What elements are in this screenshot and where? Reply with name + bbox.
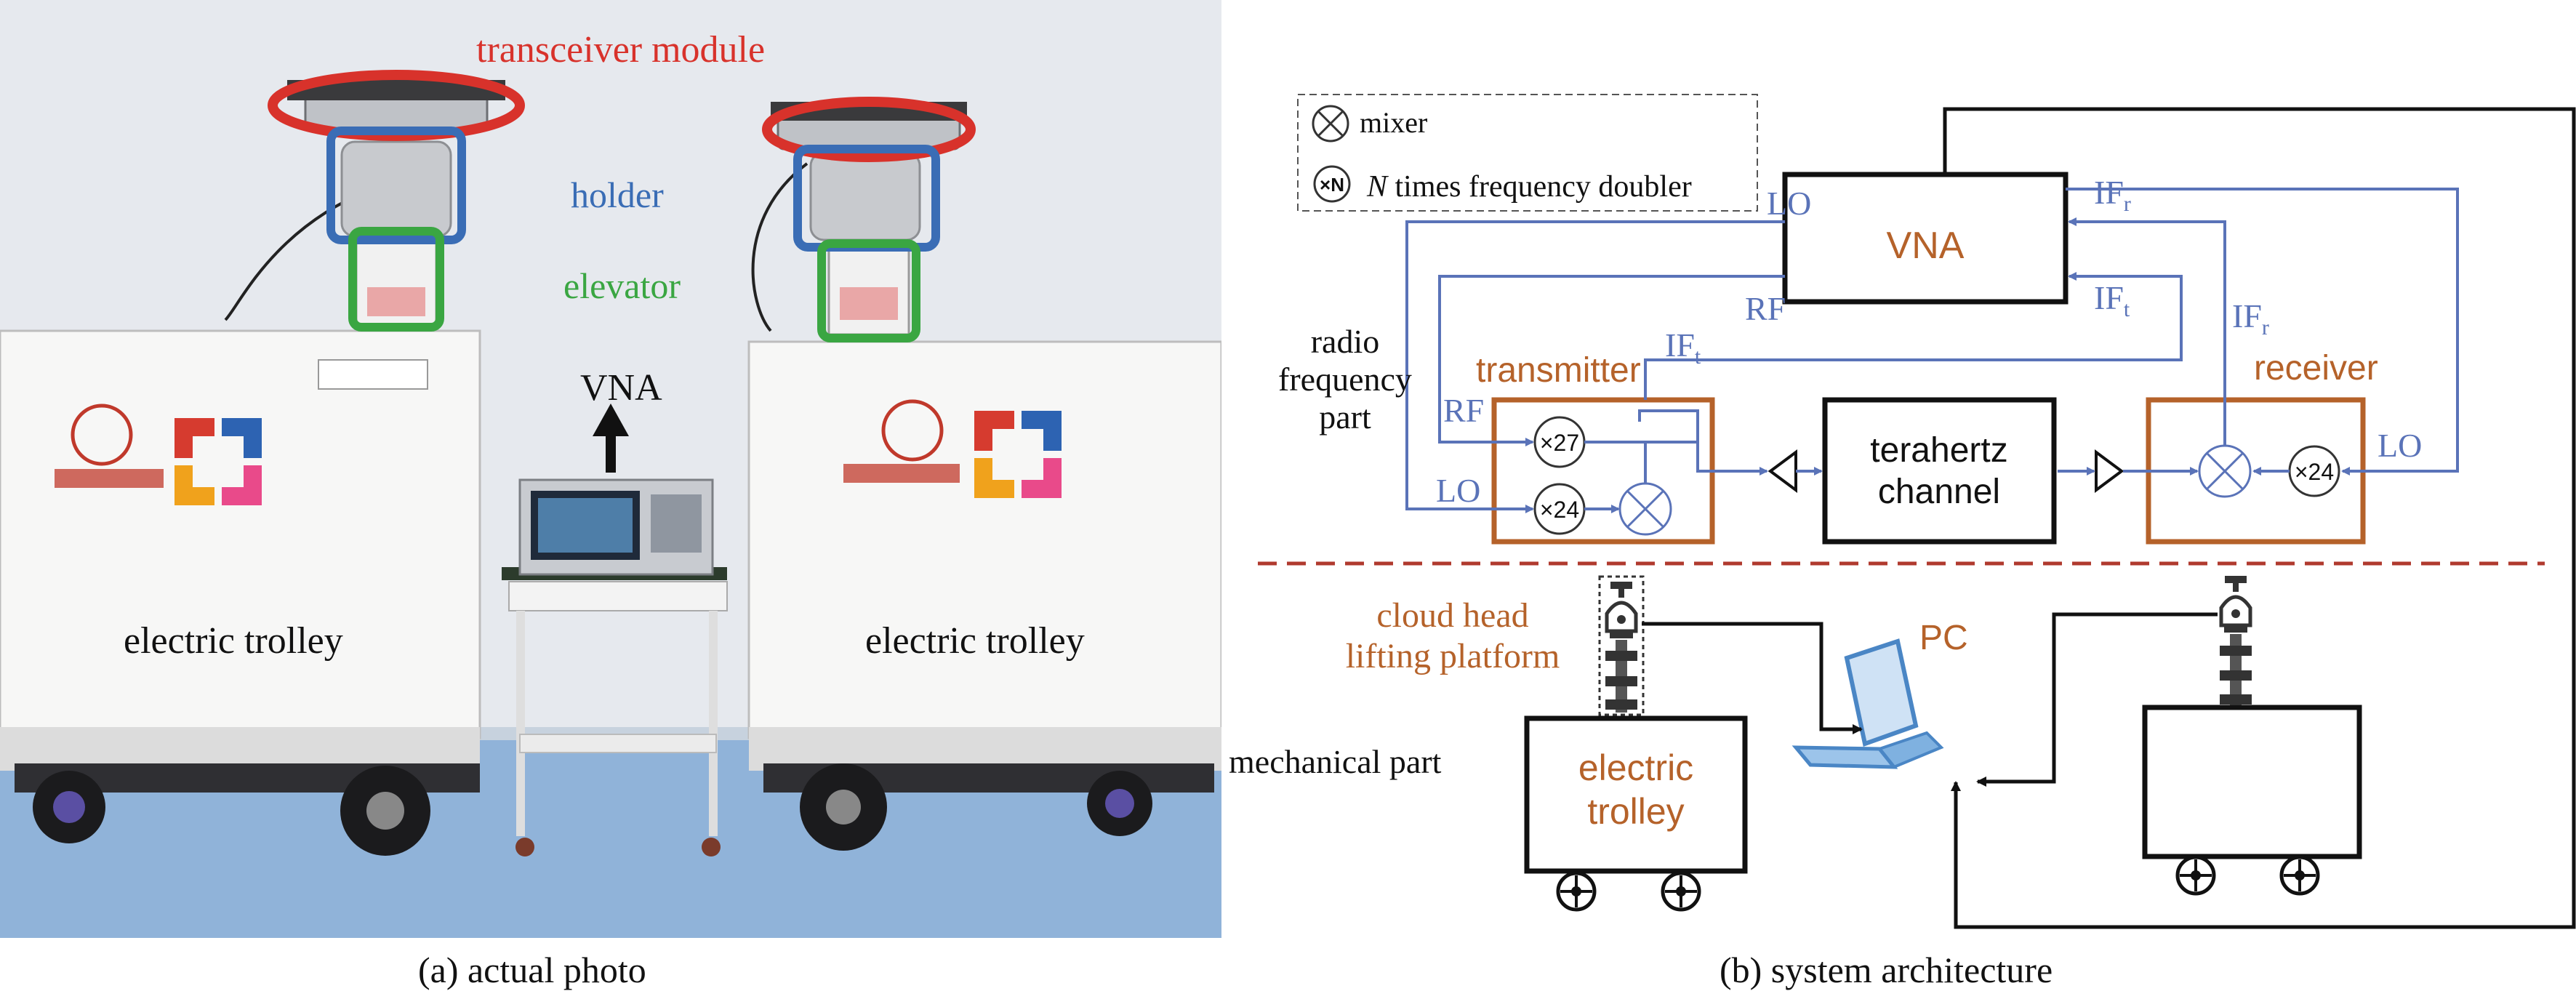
- receiver-label: receiver: [2254, 349, 2378, 388]
- terahertz-channel-box: [1822, 397, 2057, 545]
- rx-mixer-icon: [2198, 444, 2252, 498]
- vna-pc-cable: [1943, 107, 2576, 929]
- left-mast: [287, 80, 505, 329]
- cloud-head-label-line1: cloud head: [1376, 596, 1528, 635]
- vna-box: [1782, 172, 2069, 305]
- transmitter-box: [1491, 397, 1715, 545]
- ifr-label-vna: IFr: [2094, 174, 2131, 216]
- right-cloud-head-icon: [2219, 576, 2252, 633]
- cloud-head-label-line2: lifting platform: [1346, 637, 1560, 675]
- left-electric-trolley: [0, 329, 481, 856]
- radio-frequency-part-label-line2: frequency: [1278, 361, 1412, 398]
- legend-box: [1297, 94, 1758, 212]
- electric-trolley-label-line2: trolley: [1587, 791, 1684, 832]
- transceiver-highlight-right: [762, 97, 976, 162]
- rf-label-transmitter: RF: [1443, 392, 1484, 429]
- left-trolley-wheels: [1556, 871, 1701, 912]
- elevator-label: elevator: [563, 265, 681, 306]
- left-lifting-platform-icon: [1605, 640, 1637, 713]
- legend: mixer ×N N times frequency doubler: [1297, 94, 1758, 212]
- caption-system-architecture: (b) system architecture: [1720, 950, 2053, 990]
- sjtu-logo: [71, 404, 133, 466]
- electric-trolley-label-right: electric trolley: [865, 620, 1085, 662]
- right-lifting-platform-icon: [2220, 634, 2252, 707]
- actual-photo: transceiver module holder elevator VNA e…: [0, 0, 1223, 938]
- lo-line-rx: [2066, 188, 2459, 476]
- ifr-label-receiver: IFr: [2232, 297, 2269, 340]
- right-trolley-wheels: [2175, 855, 2320, 896]
- electric-trolley-box: [1524, 715, 1748, 874]
- transceiver-module-label: transceiver module: [476, 29, 765, 71]
- system-architecture-diagram: mixer ×N N times frequency doubler VNA t…: [1229, 94, 2576, 929]
- x24-rx-multiplier: ×24: [2288, 445, 2340, 497]
- lo-line-tx: [1405, 220, 1785, 513]
- lo-label-vna: LO: [1767, 185, 1811, 222]
- legend-doubler-text: N times frequency doubler: [1366, 170, 1692, 204]
- terahertz-channel-label-line1: terahertz: [1870, 431, 2007, 470]
- mechanical-part-label: mechanical part: [1229, 743, 1442, 780]
- right-electric-trolley-box: [2142, 705, 2362, 859]
- ift-label-vna: IFt: [2094, 279, 2130, 321]
- rx-antenna-icon: [2095, 449, 2124, 493]
- elevator-highlight-left: [348, 227, 444, 332]
- cloud-head-highlight-box: [1598, 575, 1645, 716]
- svg-text:×24: ×24: [2295, 459, 2334, 485]
- rf-line-tx: [1438, 275, 1785, 446]
- vna-box-label: VNA: [1887, 225, 1965, 267]
- x24-tx-multiplier: ×24: [1533, 483, 1586, 535]
- radio-frequency-part-label-line1: radio: [1311, 323, 1380, 360]
- doubler-legend-icon: [1313, 165, 1351, 203]
- vna-instrument: [502, 478, 728, 856]
- lo-label-receiver: LO: [2378, 427, 2422, 464]
- laptop-icon: [1791, 638, 1944, 769]
- tx-mixer-icon: [1618, 482, 1672, 536]
- transmitter-label: transmitter: [1476, 351, 1641, 390]
- actual-photo-panel: transceiver module holder elevator VNA e…: [0, 0, 1223, 938]
- left-platform-pc-cable: [1642, 622, 1863, 734]
- svg-text:×27: ×27: [1540, 430, 1579, 456]
- doubler-legend-symbol: ×N: [1320, 174, 1344, 196]
- holder-highlight-left: [326, 127, 466, 244]
- x27-multiplier: ×27: [1533, 416, 1586, 468]
- right-electric-trolley: [747, 340, 1223, 851]
- tx-antenna-icon: [1768, 449, 1797, 493]
- caption-actual-photo: (a) actual photo: [418, 950, 646, 990]
- transceiver-highlight-left: [268, 70, 525, 141]
- svg-text:×24: ×24: [1540, 497, 1579, 523]
- mixer-legend-icon: [1312, 105, 1349, 143]
- vna-label: VNA: [580, 367, 662, 409]
- terahertz-channel-label-line2: channel: [1878, 473, 2000, 511]
- legend-mixer-text: mixer: [1360, 106, 1427, 139]
- holder-label: holder: [571, 174, 664, 215]
- ift-line: [1644, 272, 2183, 400]
- sjtu-logo: [881, 399, 944, 462]
- right-platform-pc-cable: [1976, 612, 2218, 787]
- right-mast: [771, 102, 967, 336]
- rf-label-vna: RF: [1745, 290, 1786, 327]
- elevator-highlight-right: [817, 239, 920, 342]
- system-architecture-panel: mixer ×N N times frequency doubler VNA t…: [1229, 0, 2576, 938]
- ift-label-transmitter: IFt: [1665, 326, 1701, 369]
- lo-label-transmitter: LO: [1436, 472, 1480, 509]
- ifr-line: [2068, 217, 2226, 446]
- electric-trolley-label-left: electric trolley: [124, 620, 343, 662]
- pc-label: PC: [1919, 619, 1968, 657]
- electric-trolley-label-line1: electric: [1578, 747, 1693, 788]
- left-cloud-head-icon: [1605, 582, 1638, 638]
- radio-frequency-part-label-line3: part: [1319, 398, 1371, 436]
